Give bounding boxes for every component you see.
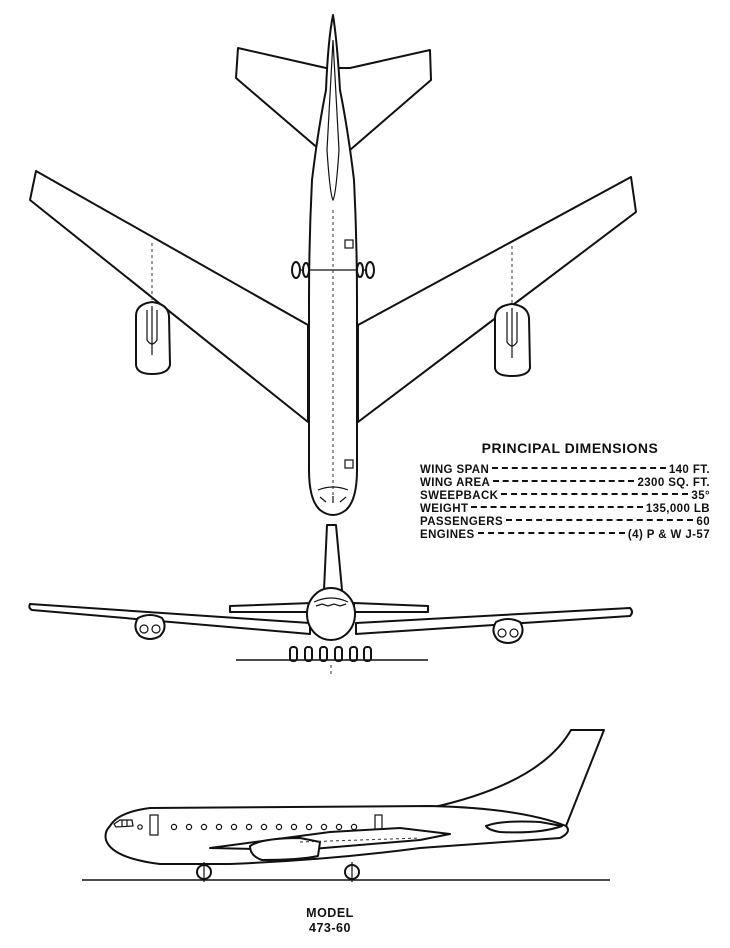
side-view-engine bbox=[249, 837, 321, 861]
top-view-right-wing bbox=[357, 176, 637, 423]
dimension-value: (4) P & W J-57 bbox=[627, 529, 710, 541]
leader-dashes bbox=[477, 532, 625, 534]
model-label: MODEL bbox=[306, 906, 354, 920]
principal-dimensions-table: PRINCIPAL DIMENSIONS WING SPAN 140 FT. W… bbox=[420, 440, 710, 542]
leader-dashes bbox=[492, 467, 666, 469]
leader-dashes bbox=[501, 493, 689, 495]
front-view-horizontal-stabilizer bbox=[229, 602, 313, 613]
model-number: 473-60 bbox=[309, 921, 351, 935]
side-view-fin bbox=[429, 729, 605, 827]
side-view-landing-gear bbox=[196, 862, 360, 882]
leader-dashes bbox=[506, 519, 694, 521]
dimension-row-weight: WEIGHT 135,000 LB bbox=[420, 503, 710, 516]
front-view-landing-gear bbox=[289, 646, 372, 662]
top-view-left-wing bbox=[29, 170, 309, 423]
dimension-row-wing-span: WING SPAN 140 FT. bbox=[420, 464, 710, 477]
dimensions-title: PRINCIPAL DIMENSIONS bbox=[481, 440, 659, 456]
model-caption: MODEL 473-60 bbox=[290, 906, 370, 936]
dimension-value: 140 FT. bbox=[668, 464, 710, 476]
leader-dashes bbox=[493, 480, 635, 482]
dimension-value: 35° bbox=[691, 490, 710, 502]
dimension-value: 135,000 LB bbox=[645, 503, 710, 515]
dimension-row-wing-area: WING AREA 2300 SQ. FT. bbox=[420, 477, 710, 490]
dimension-label: WING AREA bbox=[420, 477, 491, 489]
top-view-left-engine bbox=[135, 301, 171, 375]
front-view-right-engine bbox=[492, 618, 524, 644]
top-view-right-engine bbox=[494, 303, 531, 377]
dimension-label: SWEEPBACK bbox=[420, 490, 499, 502]
dimension-row-passengers: PASSENGERS 60 bbox=[420, 516, 710, 529]
dimension-label: ENGINES bbox=[420, 529, 475, 541]
dimension-value: 2300 SQ. FT. bbox=[637, 477, 710, 489]
dimension-row-sweepback: SWEEPBACK 35° bbox=[420, 490, 710, 503]
dimension-row-engines: ENGINES (4) P & W J-57 bbox=[420, 529, 710, 542]
side-view-cabin-windows bbox=[170, 823, 358, 831]
front-view bbox=[28, 524, 633, 676]
front-view-fin bbox=[323, 524, 343, 591]
top-view bbox=[29, 14, 637, 516]
front-view-left-engine bbox=[134, 614, 166, 640]
front-view-right-wing bbox=[355, 607, 633, 635]
leader-dashes bbox=[471, 506, 643, 508]
front-view-fuselage bbox=[306, 587, 356, 641]
front-view-left-wing bbox=[28, 603, 311, 635]
dimension-label: PASSENGERS bbox=[420, 516, 504, 528]
dimension-label: WING SPAN bbox=[420, 464, 490, 476]
side-view bbox=[82, 729, 610, 882]
side-view-horizontal-stabilizer bbox=[485, 820, 563, 834]
dimension-value: 60 bbox=[696, 516, 710, 528]
dimension-label: WEIGHT bbox=[420, 503, 469, 515]
